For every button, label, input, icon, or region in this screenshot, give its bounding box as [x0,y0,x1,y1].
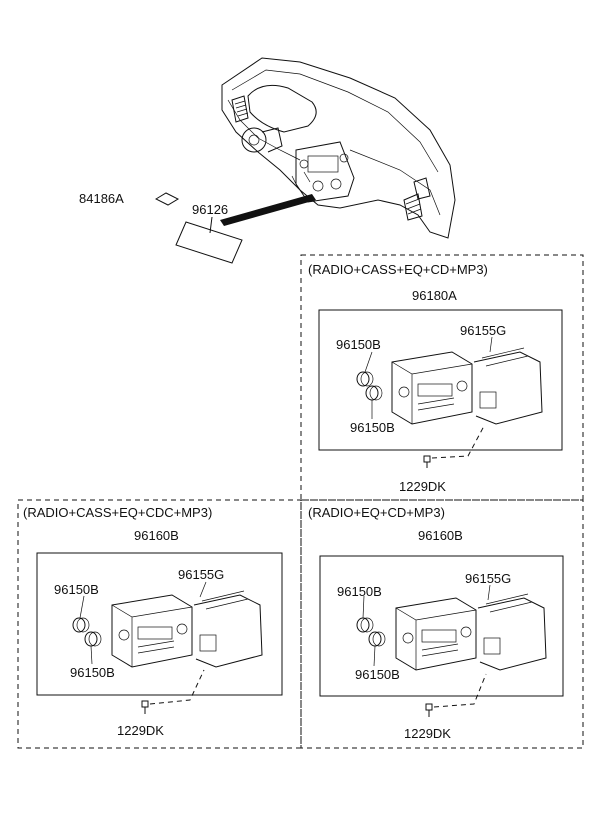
label-bracket-bottom-right: 96155G [465,571,512,586]
knobs-bottom-right [356,617,386,647]
label-knob-upper-bottom-left: 96150B [54,582,99,597]
label-assembly-top-right: 96180A [412,288,457,303]
label-knob-lower-bottom-right: 96150B [355,667,400,682]
leader-lines [79,336,493,667]
label-assembly-bottom-right: 96160B [418,528,463,543]
label-assembly-bottom-left: 96160B [134,528,179,543]
label-knob-upper-bottom-right: 96150B [337,584,382,599]
section-header-bottom-right: (RADIO+EQ+CD+MP3) [308,505,445,520]
label-knob-upper-top-right: 96150B [336,337,381,352]
section-header-bottom-left: (RADIO+CASS+EQ+CDC+MP3) [23,505,213,520]
part-84186a-plate [154,192,180,206]
radio-unit-bottom-right [395,593,547,671]
label-screw-bottom-right: 1229DK [404,726,451,741]
label-screw-bottom-left: 1229DK [117,723,164,738]
radio-unit-top-right [391,347,543,425]
label-bracket-top-right: 96155G [460,323,507,338]
label-84186a: 84186A [79,191,124,206]
knobs-top-right [356,371,383,401]
section-header-top-right: (RADIO+CASS+EQ+CD+MP3) [308,262,488,277]
dashboard-illustration [220,57,456,239]
knobs-bottom-left [72,617,102,647]
screws [141,425,487,717]
section-boxes [17,254,584,749]
part-96126-panel [175,216,243,264]
label-knob-lower-top-right: 96150B [350,420,395,435]
label-96126: 96126 [192,202,229,217]
label-knob-lower-bottom-left: 96150B [70,665,115,680]
radio-unit-bottom-left [111,590,263,668]
label-bracket-bottom-left: 96155G [178,567,225,582]
label-screw-top-right: 1229DK [399,479,446,494]
